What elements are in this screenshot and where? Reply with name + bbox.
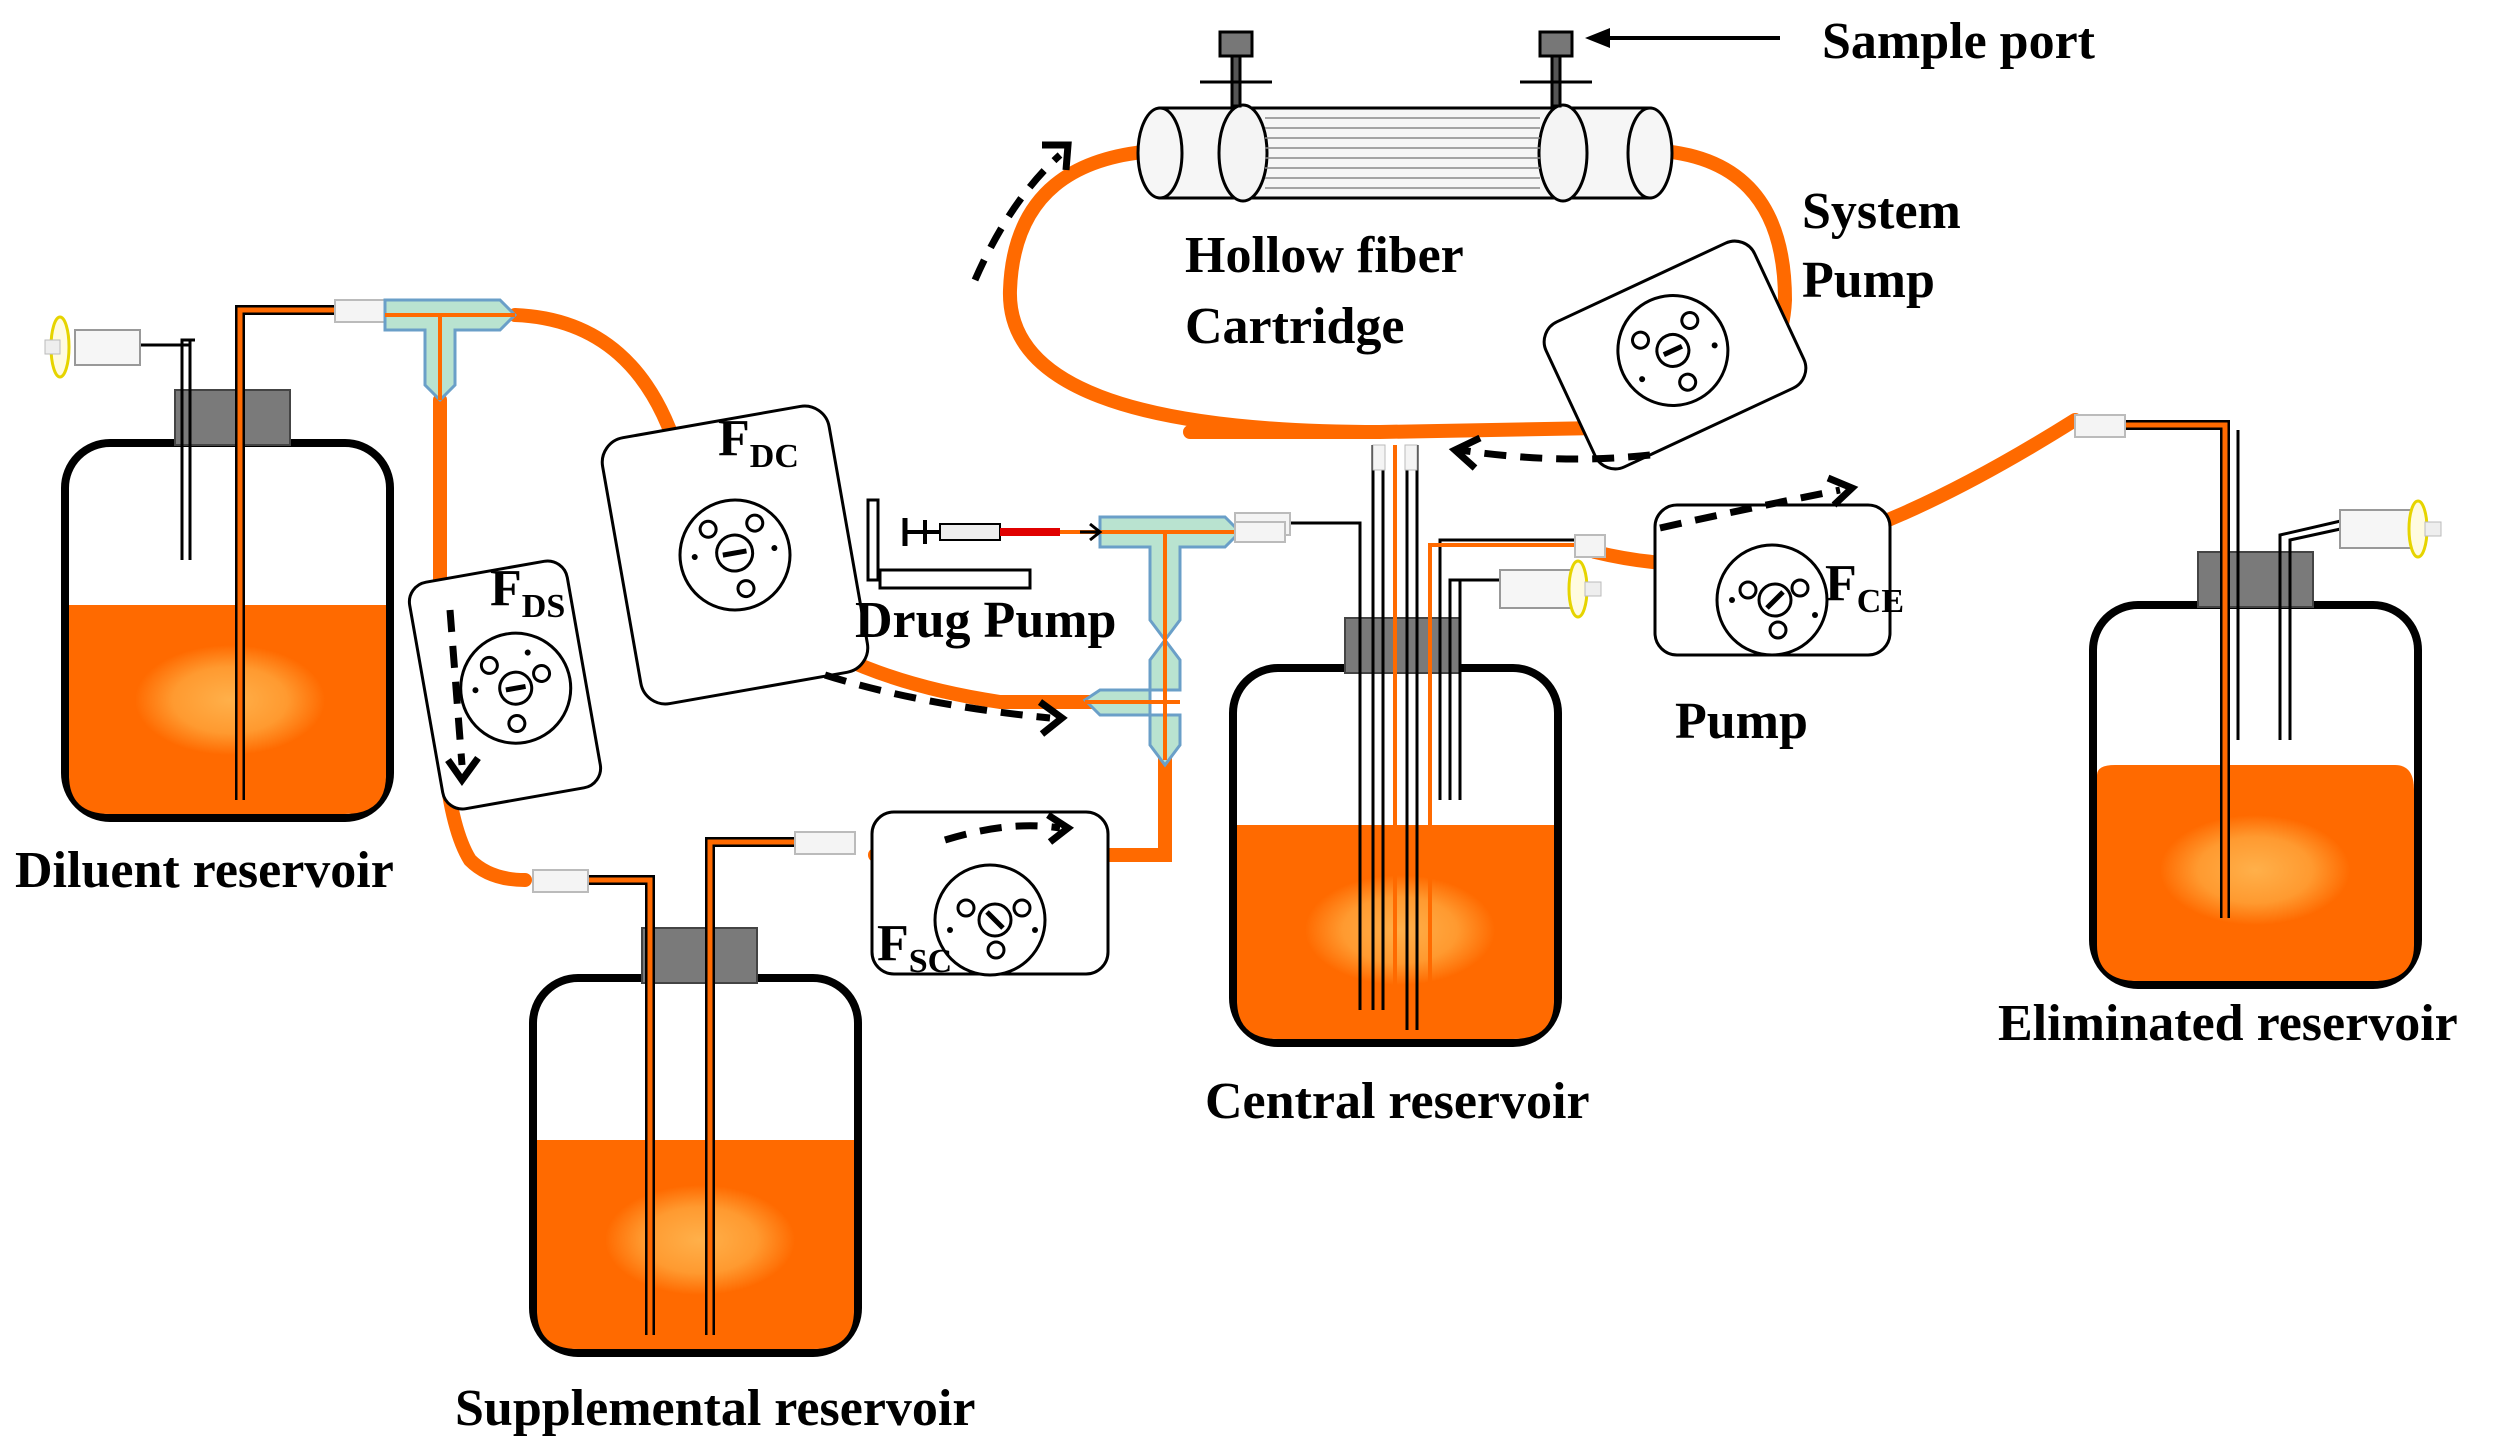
system-loop-tube <box>1002 143 1381 439</box>
diluent-reservoir <box>44 299 394 822</box>
supplemental-reservoir <box>529 831 862 1357</box>
flow-arrow-ds <box>446 609 466 766</box>
pump-system <box>1542 239 1808 471</box>
flow-arrow-ce <box>1659 486 1841 532</box>
system-pump-label-1: System <box>1802 183 1961 240</box>
pump-fds <box>407 559 603 811</box>
flow-arrowheads <box>445 141 1859 845</box>
drug-syringe-pump <box>866 498 1103 590</box>
flow-label-dc: FDC <box>718 410 799 475</box>
supplemental-reservoir-label: Supplemental reservoir <box>455 1380 975 1437</box>
pump-fce <box>1653 503 1892 657</box>
flow-arrow-cartridge <box>971 152 1063 282</box>
tee-connector-diluent <box>383 298 518 403</box>
flow-label-ds: FDS <box>490 560 565 625</box>
sample-port-label: Sample port <box>1822 13 2096 70</box>
tee-drug-tube <box>1060 530 1240 760</box>
flow-label-ce: FCE <box>1825 555 1904 620</box>
pump-fdc <box>600 404 870 706</box>
flow-arrow-system-return <box>1459 446 1651 463</box>
flow-arrows <box>446 152 1841 844</box>
eliminated-reservoir-label: Eliminated reservoir <box>1998 995 2458 1052</box>
diluent-reservoir-label: Diluent reservoir <box>15 842 394 899</box>
pump-label: Pump <box>1675 693 1808 750</box>
central-reservoir <box>1229 444 1606 1047</box>
hollow-fiber-label-2: Cartridge <box>1185 298 1404 355</box>
system-pump-label-2: Pump <box>1802 252 1935 309</box>
flow-label-sc: FSC <box>877 915 952 980</box>
eliminated-reservoir <box>2074 414 2442 989</box>
tee-diluent-tube <box>385 313 515 400</box>
flow-arrow-sc <box>943 822 1061 844</box>
central-reservoir-label: Central reservoir <box>1205 1073 1590 1130</box>
hollow-fiber-cartridge <box>1136 30 1674 203</box>
drug-pump-label: Drug Pump <box>855 592 1116 649</box>
pump-fsc <box>870 810 1110 977</box>
hollow-fiber-label-1: Hollow fiber <box>1185 227 1464 284</box>
flow-arrow-dc <box>823 671 1051 722</box>
sample-port-pointer <box>1585 28 1780 48</box>
